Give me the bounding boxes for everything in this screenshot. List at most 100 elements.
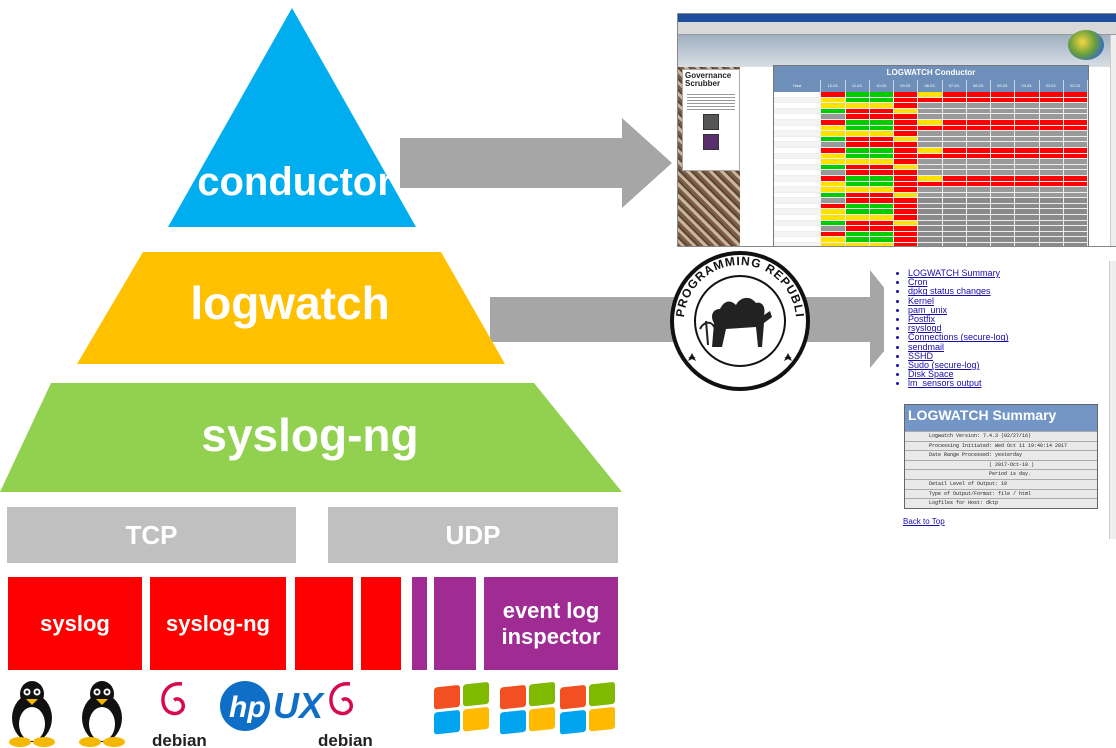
grid-row: [774, 243, 1089, 246]
udp-label: UDP: [445, 519, 501, 550]
grid-row: [774, 231, 1089, 238]
link-cron[interactable]: Cron: [908, 277, 1116, 287]
grid-row: [774, 209, 1089, 216]
conductor-arrow: [400, 118, 672, 208]
grid-row: [774, 237, 1089, 244]
windows-logo: [434, 682, 489, 735]
link-dpkg[interactable]: dpkg status changes: [908, 287, 1116, 296]
linux-tux-icon: [79, 681, 125, 747]
summary-row: Logfiles for Host: dktp: [905, 498, 1097, 508]
grid-row: [774, 97, 1089, 104]
link-lm-sensors[interactable]: lm_sensors output: [908, 379, 1116, 388]
grid-row: [774, 192, 1089, 199]
conductor-grid: LOGWATCH Conductor Host 12.03. 11.03. 10…: [773, 65, 1089, 246]
tcp-block: TCP: [7, 507, 296, 563]
grid-row: [774, 142, 1089, 148]
link-pam-unix[interactable]: pam_unix: [908, 305, 1116, 315]
link-sshd[interactable]: SSHD: [908, 351, 1116, 361]
summary-row: Date Range Processed: yesterday: [905, 450, 1097, 460]
link-disk-space[interactable]: Disk Space: [908, 370, 1116, 379]
syslog-ng-source-label: syslog-ng: [166, 610, 270, 636]
os-logos: debian hp UX debian: [9, 681, 615, 748]
browser-titlebar: [678, 14, 1116, 22]
summary-row: Type of Output/Format: file / html: [905, 488, 1097, 499]
grid-row: [774, 103, 1089, 109]
windows-logo: [500, 682, 555, 735]
grid-row: [774, 175, 1089, 182]
debian-text: debian: [152, 731, 207, 748]
back-to-top-link[interactable]: Back to Top: [903, 517, 945, 526]
summary-row: Processing Initiated: Wed Oct 11 19:40:1…: [905, 440, 1097, 451]
syslog-label: syslog: [40, 610, 110, 636]
grid-row: [774, 108, 1089, 115]
grid-row: [774, 131, 1089, 137]
grid-row: [774, 153, 1089, 160]
grid-row: [774, 203, 1089, 210]
hpux-text: UX: [273, 685, 325, 726]
grid-row: [774, 159, 1089, 165]
linux-tux-icon: [9, 681, 55, 747]
grid-row: [774, 215, 1089, 221]
link-sendmail[interactable]: sendmail: [908, 342, 1116, 352]
debian-logo: debian: [318, 682, 373, 748]
purple-source-block: [412, 577, 427, 670]
link-kernel[interactable]: Kernel: [908, 296, 1116, 306]
logwatch-summary-box: LOGWATCH Summary Logwatch Version: 7.4.3…: [904, 404, 1098, 509]
grid-row: [774, 92, 1089, 98]
grid-row: [774, 198, 1089, 204]
event-log-inspector-block: event log inspector: [484, 577, 618, 670]
grid-row: [774, 187, 1089, 193]
conductor-screenshot: Governance Scrubber LOGWATCH Conductor H…: [677, 13, 1116, 247]
red-source-block: [361, 577, 401, 670]
grid-row: [774, 170, 1089, 176]
red-source-block: [295, 577, 353, 670]
grid-row: [774, 220, 1089, 227]
summary-row: Period is day.: [905, 469, 1097, 479]
grid-row: [774, 125, 1089, 132]
windows-logo: [560, 682, 615, 735]
logwatch-screenshot: LOGWATCH Summary Cron dpkg status change…: [884, 257, 1116, 539]
summary-row: ( 2017-Oct-10 ): [905, 459, 1097, 470]
syslog-ng-block: syslog-ng: [150, 577, 286, 670]
link-logwatch-summary[interactable]: LOGWATCH Summary: [908, 268, 1116, 278]
grid-row: [774, 164, 1089, 171]
link-connections[interactable]: Connections (secure-log): [908, 333, 1116, 342]
grid-row: [774, 147, 1089, 154]
sidebar-title: Governance Scrubber: [685, 71, 732, 88]
browser-toolbar: [678, 22, 1116, 35]
syslog-ng-tier: [0, 383, 622, 492]
summary-title: LOGWATCH Summary: [905, 405, 1097, 425]
udp-block: UDP: [328, 507, 618, 563]
grid-row: [774, 114, 1089, 120]
summary-row: Detail Level of Output: 10: [905, 478, 1097, 489]
hp-text: hp: [229, 691, 266, 724]
syslog-ng-label: syslog-ng: [201, 409, 419, 461]
scrollbar[interactable]: [1109, 261, 1116, 539]
debian-logo: debian: [152, 682, 207, 748]
link-rsyslogd[interactable]: rsyslogd: [908, 324, 1116, 333]
link-sudo[interactable]: Sudo (secure-log): [908, 360, 1116, 370]
conductor-grid-title: LOGWATCH Conductor: [774, 66, 1088, 80]
summary-row: Logwatch Version: 7.4.3 (02/27/16): [905, 431, 1097, 441]
page-banner: [678, 35, 1116, 67]
purple-source-block: [434, 577, 476, 670]
conductor-grid-rows: [774, 92, 1089, 246]
syslog-block: syslog: [8, 577, 142, 670]
grid-row: [774, 136, 1089, 143]
logwatch-link-list: LOGWATCH Summary Cron dpkg status change…: [884, 268, 1116, 389]
event-log-inspector-label: event log inspector: [501, 598, 601, 649]
grid-row: [774, 119, 1089, 126]
grid-row: [774, 226, 1089, 232]
globe-icon: [1068, 30, 1104, 60]
conductor-grid-header: Host 12.03. 11.03. 10.03. 09.03. 08.03. …: [774, 80, 1089, 92]
conductor-label: conductor: [197, 160, 393, 204]
conductor-tier: [168, 8, 416, 227]
logwatch-label: logwatch: [190, 277, 390, 329]
scrollbar[interactable]: [1110, 35, 1116, 246]
hp-ux-logo: hp UX: [220, 681, 325, 731]
grid-row: [774, 181, 1089, 188]
link-postfix[interactable]: Postfix: [908, 314, 1116, 324]
sidebar-panel: Governance Scrubber: [682, 69, 740, 171]
perl-seal: PROGRAMMING REPUBLIC OF PERL: [666, 251, 810, 391]
